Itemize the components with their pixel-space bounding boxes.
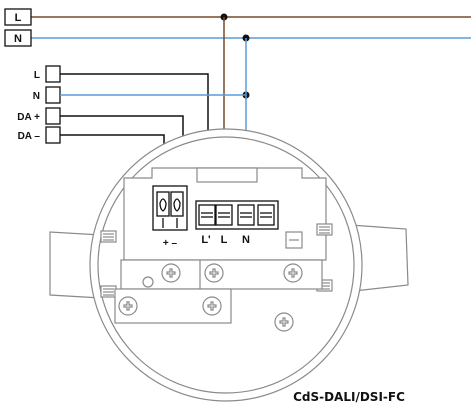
dali-terminal-label: + – xyxy=(163,238,178,249)
power-terminal-block xyxy=(195,200,279,230)
input-l-box xyxy=(45,65,61,83)
input-n-box xyxy=(45,86,61,104)
screw-icon xyxy=(204,263,224,283)
screw-icon xyxy=(202,296,222,316)
screw-icon xyxy=(118,296,138,316)
mains-n-box xyxy=(4,29,32,47)
input-l-label: L xyxy=(34,70,40,81)
input-da-plus-box xyxy=(45,107,61,125)
input-da-plus-label: DA + xyxy=(17,112,40,123)
terminal-l-label: L xyxy=(221,234,228,246)
screw-icons xyxy=(118,263,303,332)
device-housing xyxy=(49,128,409,402)
dali-terminal-block xyxy=(152,185,188,231)
screw-icon xyxy=(283,263,303,283)
terminal-n-label: N xyxy=(242,234,250,246)
mains-l-label: L xyxy=(15,12,22,24)
screw-icon xyxy=(161,263,181,283)
input-n-label: N xyxy=(33,91,40,102)
input-da-minus-box xyxy=(45,126,61,144)
mains-l-box xyxy=(4,8,32,26)
screw-icon xyxy=(274,312,294,332)
mains-n-label: N xyxy=(14,33,22,45)
device-caption: CdS-DALI/DSI-FC xyxy=(293,390,405,404)
terminal-lprime-label: L' xyxy=(201,234,211,246)
input-da-minus-label: DA – xyxy=(18,131,41,142)
